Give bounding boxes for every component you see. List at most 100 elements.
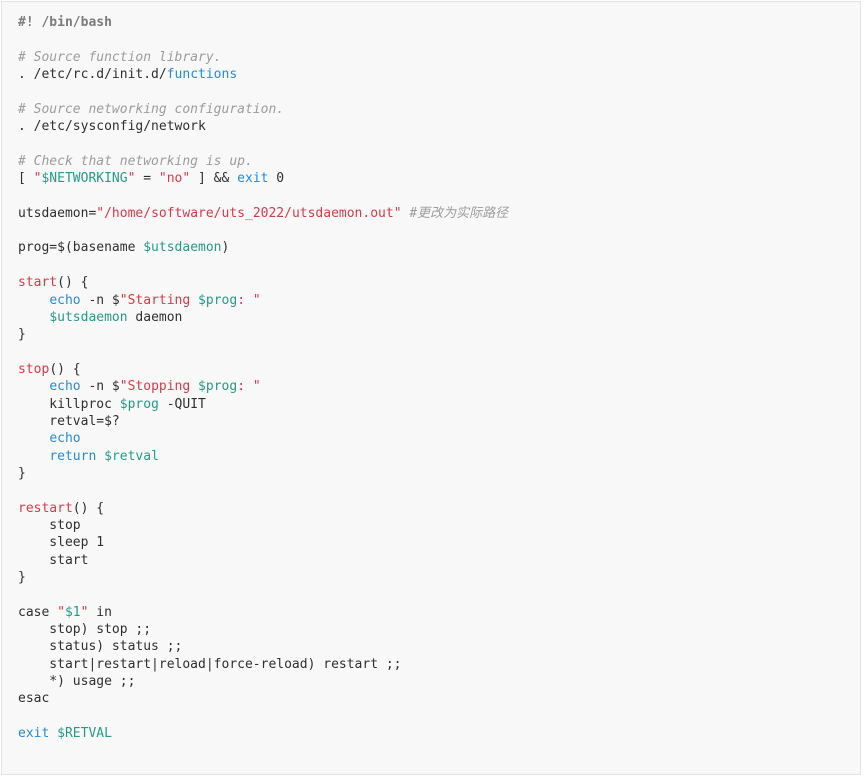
code-token: [ <box>18 171 34 187</box>
code-line: . /etc/rc.d/init.d/functions <box>18 66 852 83</box>
code-line <box>18 83 852 100</box>
code-token: $RETVAL <box>57 726 112 742</box>
code-token: # Source networking configuration. <box>18 101 285 117</box>
code-token: () { <box>72 500 105 516</box>
code-token: $prog <box>198 379 238 395</box>
code-token: = <box>135 171 159 187</box>
code-token <box>96 449 104 464</box>
code-line <box>18 344 852 361</box>
code-token: () { <box>57 275 89 291</box>
code-line: exit $RETVAL <box>18 725 852 742</box>
code-line: return $retval <box>18 448 852 465</box>
code-line: stop) stop ;; <box>18 621 852 638</box>
code-token: start <box>18 552 89 568</box>
code-line <box>18 257 852 274</box>
code-line: # Source networking configuration. <box>18 101 852 118</box>
code-token: "no" <box>158 171 191 187</box>
code-token: $prog <box>198 292 238 308</box>
code-token: -n $ <box>80 379 120 395</box>
code-token: functions <box>166 67 238 83</box>
code-line: start <box>18 552 852 569</box>
code-token: $1 <box>64 604 81 620</box>
code-token: "Stopping <box>119 379 199 395</box>
code-token: exit <box>18 726 50 742</box>
code-line <box>18 708 852 725</box>
code-token: # Source function library. <box>18 49 222 65</box>
code-line: start() { <box>18 274 852 291</box>
code-token <box>18 310 49 325</box>
code-line: utsdaemon="/home/software/uts_2022/utsda… <box>18 205 852 222</box>
code-token: $utsdaemon <box>143 240 222 256</box>
code-line: status) status ;; <box>18 638 852 655</box>
code-token: -n $ <box>80 292 120 308</box>
code-token: exit <box>237 171 269 187</box>
code-line: # Check that networking is up. <box>18 153 852 170</box>
code-token <box>18 379 49 394</box>
code-token: utsdaemon= <box>18 205 97 221</box>
code-line <box>18 482 852 499</box>
code-token <box>18 431 49 446</box>
code-line: echo -n $"Starting $prog: " <box>18 292 852 309</box>
code-line: . /etc/sysconfig/network <box>18 118 852 135</box>
code-token: echo <box>49 431 81 447</box>
code-line: echo <box>18 430 852 447</box>
code-line: sleep 1 <box>18 534 852 551</box>
code-line: retval=$? <box>18 413 852 430</box>
code-line: case "$1" in <box>18 604 852 621</box>
code-token: start|restart|reload|force-reload) resta… <box>18 656 402 672</box>
code-token: restart <box>18 500 73 516</box>
code-token: prog=$(basename <box>18 240 144 256</box>
code-line: [ "$NETWORKING" = "no" ] && exit 0 <box>18 170 852 187</box>
code-content: #! /bin/bash # Source function library..… <box>18 14 852 742</box>
code-line: # Source function library. <box>18 49 852 66</box>
code-token: $utsdaemon <box>49 309 128 325</box>
code-token: 0 <box>268 171 285 187</box>
code-token: $NETWORKING <box>41 171 128 187</box>
code-token: "/home/software/uts_2022/utsdaemon.out" <box>96 205 402 221</box>
code-line <box>18 222 852 239</box>
code-token: # Check that networking is up. <box>18 153 253 169</box>
code-line: #! /bin/bash <box>18 14 852 31</box>
code-token: stop <box>18 361 50 377</box>
code-line: restart() { <box>18 500 852 517</box>
code-token: "Starting <box>119 292 199 308</box>
code-line <box>18 135 852 152</box>
code-token: ] && <box>190 171 238 187</box>
code-token: . /etc/rc.d/init.d/ <box>18 67 167 83</box>
code-line: stop <box>18 517 852 534</box>
code-token: } <box>18 570 26 585</box>
code-line: echo -n $"Stopping $prog: " <box>18 378 852 395</box>
code-token <box>18 449 49 464</box>
code-token: esac <box>18 691 50 707</box>
code-line <box>18 31 852 48</box>
code-token: echo <box>49 292 81 308</box>
code-line <box>18 586 852 603</box>
code-line: $utsdaemon daemon <box>18 309 852 326</box>
code-line: *) usage ;; <box>18 673 852 690</box>
code-line: } <box>18 569 852 586</box>
code-token: retval=$? <box>18 413 120 429</box>
code-token: } <box>18 327 26 343</box>
code-token <box>49 726 57 741</box>
code-token: killproc <box>18 396 120 412</box>
code-line <box>18 187 852 204</box>
code-token: . /etc/sysconfig/network <box>18 119 206 135</box>
code-line: start|restart|reload|force-reload) resta… <box>18 656 852 673</box>
code-token: : " <box>237 292 261 308</box>
code-token: ) <box>221 240 230 256</box>
code-line: prog=$(basename $utsdaemon) <box>18 239 852 256</box>
code-token: : " <box>237 379 261 395</box>
code-token <box>18 293 49 308</box>
code-line: killproc $prog -QUIT <box>18 396 852 413</box>
code-token: } <box>18 465 26 481</box>
code-token: #! /bin/bash <box>18 15 112 30</box>
code-token: " <box>127 171 136 187</box>
code-token: " <box>57 604 65 620</box>
code-token: status) status ;; <box>18 639 183 655</box>
code-line: stop() { <box>18 361 852 378</box>
code-token: in <box>88 604 112 620</box>
code-token: stop) stop ;; <box>18 622 152 638</box>
code-token: $prog <box>119 396 159 412</box>
code-token: daemon <box>127 309 183 325</box>
